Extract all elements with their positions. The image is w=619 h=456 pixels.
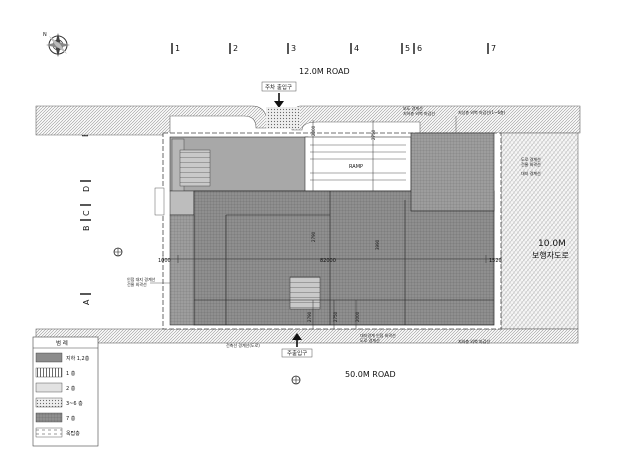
grid-axis-4: 4 — [350, 43, 359, 54]
level-marker-icon — [113, 247, 123, 257]
driveway-apron — [266, 107, 300, 129]
stair-core — [179, 149, 211, 187]
legend-item: 옥탑층 — [35, 427, 80, 438]
annotations: 보도 경계선 지하층 외벽 마감선 지상층 외벽 마감선(1~6층) 인접 대지… — [127, 105, 541, 348]
dim-center: 82000 — [320, 258, 336, 264]
note-south-4: 지하층 외벽 마감선 — [458, 338, 490, 344]
north-road-label: 12.0M ROAD — [299, 67, 350, 76]
core-south — [289, 276, 321, 310]
grid-axis-label: 5 — [405, 44, 410, 53]
row-axis-label: A — [82, 299, 91, 305]
note-east-3: 대지 경계선 — [521, 170, 541, 176]
grid-axis-label: 2 — [233, 44, 238, 53]
dim-west: 1000 — [158, 258, 171, 264]
dim-s2: 2750 — [333, 311, 338, 322]
arrow-down-icon — [274, 101, 284, 108]
note-south-1: 건축선 경계선(도로) — [226, 342, 260, 348]
grid-axis-6: 6 — [413, 43, 422, 54]
main-entrance: 주출입구 — [281, 333, 313, 358]
south-sidewalk — [35, 328, 579, 344]
grid-axis-1: 1 — [171, 43, 180, 54]
dim-east: 1520 — [489, 258, 502, 264]
grid-axis-7: 7 — [487, 43, 496, 54]
note-south-2: 대지경계 인접 외곽선 — [360, 332, 396, 338]
grid-axis-2: 2 — [229, 43, 238, 54]
east-road-width: 10.0M — [538, 239, 566, 249]
east-pedestrian-road — [500, 132, 579, 330]
north-compass-icon: N — [43, 32, 70, 57]
dim-s3: 2000 — [355, 311, 360, 322]
legend-label: 1 층 — [66, 370, 76, 377]
legend-label: 2 층 — [66, 385, 76, 392]
note-north-2: 지하층 외벽 마감선 — [403, 110, 435, 116]
grid-axis-label: 6 — [417, 44, 422, 53]
row-axis-a: A — [80, 293, 91, 305]
legend-label: 3~6 층 — [66, 400, 83, 407]
dim-v3: 2790 — [311, 231, 316, 242]
main-entrance-label: 주출입구 — [287, 349, 307, 357]
level-marker-icon — [291, 375, 301, 385]
svg-text:N: N — [43, 32, 47, 38]
legend-label: 옥탑층 — [66, 430, 80, 437]
dim-v2: 2750 — [371, 129, 376, 140]
row-axis-c: C — [80, 204, 91, 216]
note-north-3: 지상층 외벽 마감선(1~6층) — [458, 109, 506, 115]
legend-item: 3~6 층 — [35, 397, 83, 408]
note-east-1: 도로 경계선 — [521, 156, 541, 162]
main-building — [193, 190, 495, 326]
row-axis-b: B — [80, 219, 91, 232]
legend-item: 지하 1,2층 — [35, 352, 90, 363]
parking-entrance-label: 주차 출입구 — [265, 83, 292, 91]
east-road-name: 보행자도로 — [532, 250, 569, 260]
ramp-label: RAMP — [349, 164, 363, 170]
note-south-3: 도로 경계선 — [360, 337, 380, 343]
dim-v4: 3990 — [375, 239, 380, 250]
legend: 범 례 지하 1,2층 1 층 2 층 3~6 층 7 층 옥탑층 — [32, 336, 99, 447]
legend-item: 7 층 — [35, 412, 76, 423]
legend-label: 7 층 — [66, 415, 76, 422]
dim-v1: 2000 — [311, 125, 316, 136]
note-west-2: 건물 외곽선 — [127, 281, 147, 287]
south-road-label: 50.0M ROAD — [345, 370, 396, 379]
note-west-1: 인접 대지 경계선 — [127, 276, 156, 282]
dim-s1: 2790 — [307, 311, 312, 322]
legend-item: 2 층 — [35, 382, 76, 393]
parking-entrance: 주차 출입구 — [261, 81, 297, 108]
northeast-block — [410, 132, 495, 212]
grid-axis-label: 4 — [354, 44, 359, 53]
grid-axis-label: 1 — [175, 44, 180, 53]
legend-title: 범 례 — [56, 339, 68, 347]
arrow-up-icon — [292, 333, 302, 340]
ramp — [304, 136, 412, 192]
grid-axis-5: 5 — [401, 43, 410, 54]
grid-axis-3: 3 — [287, 43, 296, 54]
grid-axis-label: 3 — [291, 44, 296, 53]
legend-item: 1 층 — [35, 367, 76, 378]
row-axis-label: C — [82, 210, 91, 216]
legend-label: 지하 1,2층 — [66, 355, 90, 362]
north-sidewalk-east — [291, 105, 581, 134]
north-sidewalk — [35, 105, 269, 136]
row-axis-label: D — [82, 186, 91, 192]
note-north-1: 보도 경계선 — [403, 105, 423, 111]
row-axis-d: D — [80, 180, 91, 192]
note-east-2: 건물 외곽선 — [521, 161, 541, 167]
grid-axis-label: 7 — [491, 44, 496, 53]
row-axis-label: B — [82, 226, 91, 232]
